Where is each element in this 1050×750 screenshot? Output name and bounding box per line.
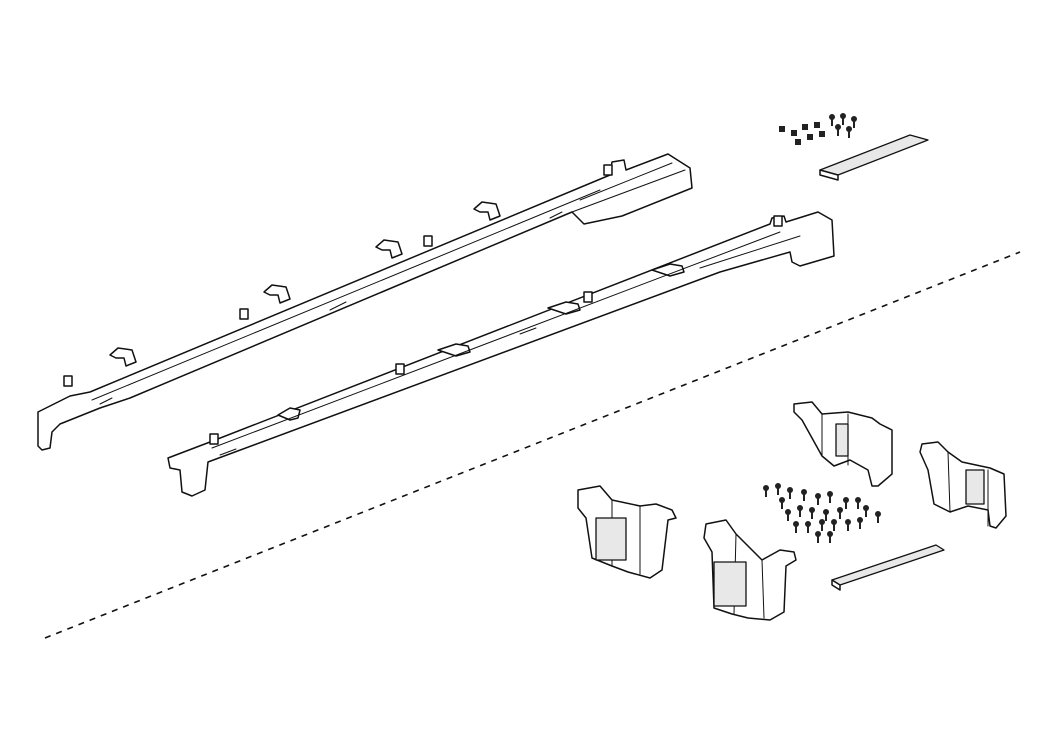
bracket-c — [577, 485, 677, 579]
upper-spacer-strip — [819, 134, 929, 181]
upper-screw-pack — [779, 113, 857, 145]
bracket-d — [703, 519, 797, 621]
lower-spacer-strip — [831, 544, 945, 591]
front-rail — [167, 211, 835, 497]
bracket-a — [793, 401, 893, 487]
rear-rail — [37, 153, 693, 451]
lower-screw-pack — [763, 483, 881, 543]
bracket-b — [919, 441, 1007, 529]
